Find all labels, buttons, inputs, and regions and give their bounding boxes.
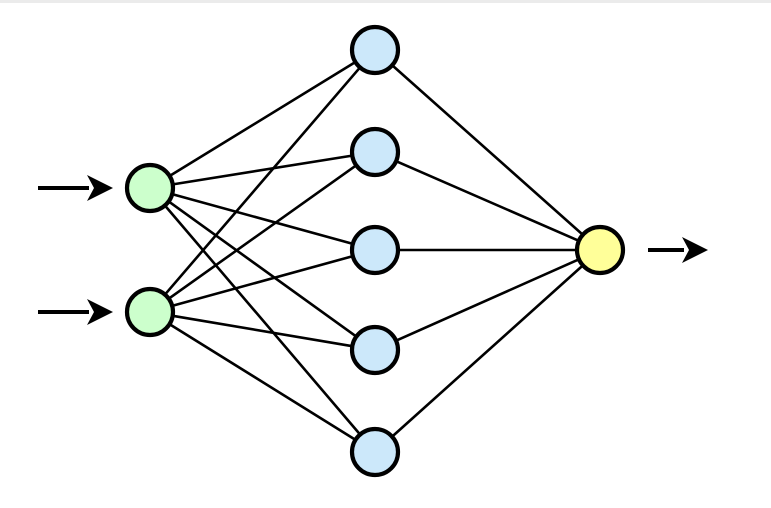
input-node-i1[interactable] [124,162,176,214]
io-arrows-group [38,175,708,325]
top-divider-strip [0,0,771,3]
hidden-node-h4[interactable] [349,324,401,376]
connection-edge [389,263,586,439]
connection-edges-group [162,59,586,442]
connection-edge [162,203,363,437]
connection-edge [162,65,363,297]
connection-edge [166,199,359,339]
connection-edge [169,192,356,246]
output-arrow-head [682,237,708,263]
hidden-node-h3[interactable] [349,224,401,276]
connection-edge [166,163,359,301]
connection-edge [167,59,358,179]
hidden-node-h5[interactable] [349,426,401,478]
input-arrow-bottom-head [87,299,113,325]
hidden-node-h2[interactable] [349,126,401,178]
input-node-i2[interactable] [124,286,176,338]
connection-edge [389,62,586,238]
connection-edge [169,254,356,308]
input-arrow-top-head [87,175,113,201]
hidden-node-h1[interactable] [349,24,401,76]
connection-edge [393,159,582,243]
connection-edge [166,322,359,442]
connection-edge [169,314,356,348]
connection-edge [393,257,582,343]
network-nodes-group [124,24,626,478]
output-node-o1[interactable] [574,224,626,276]
connection-edge [169,154,356,186]
